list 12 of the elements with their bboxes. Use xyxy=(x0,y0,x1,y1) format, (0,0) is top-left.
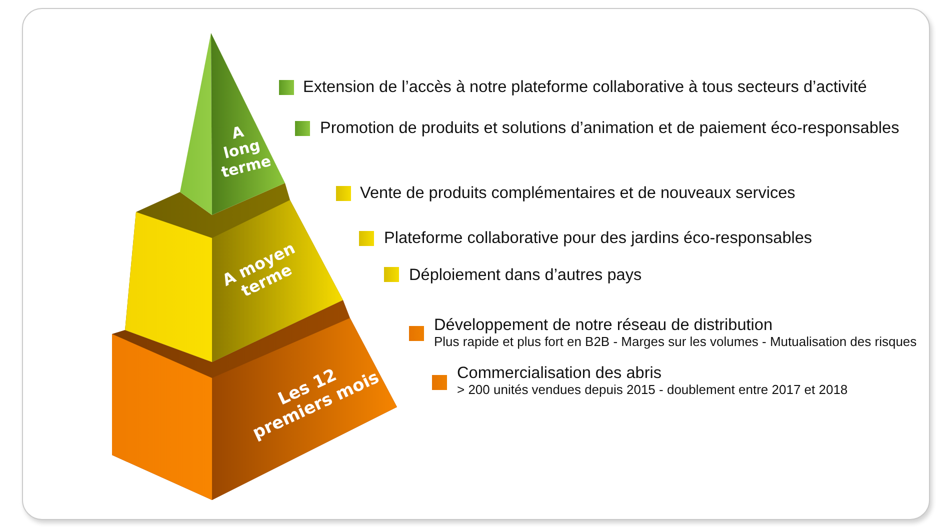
bullet-text: Vente de produits complémentaires et de nouveaux services xyxy=(360,184,796,203)
bullet-text: Développement de notre réseau de distribution xyxy=(434,316,773,335)
bullet-text: Plateforme collaborative pour des jardins éco-responsables xyxy=(384,229,812,248)
pyramid-tier xyxy=(180,33,285,215)
bullet-detail-text: Plus rapide et plus fort en B2B - Marges sur les volumes - Mutualisation des risques xyxy=(434,335,917,350)
bullet-text: Déploiement dans d’autres pays xyxy=(409,266,642,285)
bullet-text: Commercialisation des abris xyxy=(457,364,662,383)
bullet-detail-text: > 200 unités vendues depuis 2015 - doublement entre 2017 et 2018 xyxy=(457,383,848,398)
tier-label: A long terme xyxy=(218,122,274,182)
pyramid-tier xyxy=(125,183,343,362)
bullet-text: Extension de l’accès à notre plateforme collaborative à tous secteurs d’activité xyxy=(303,78,867,97)
bullet-text: Promotion de produits et solutions d’animation et de paiement éco-responsables xyxy=(320,119,900,138)
